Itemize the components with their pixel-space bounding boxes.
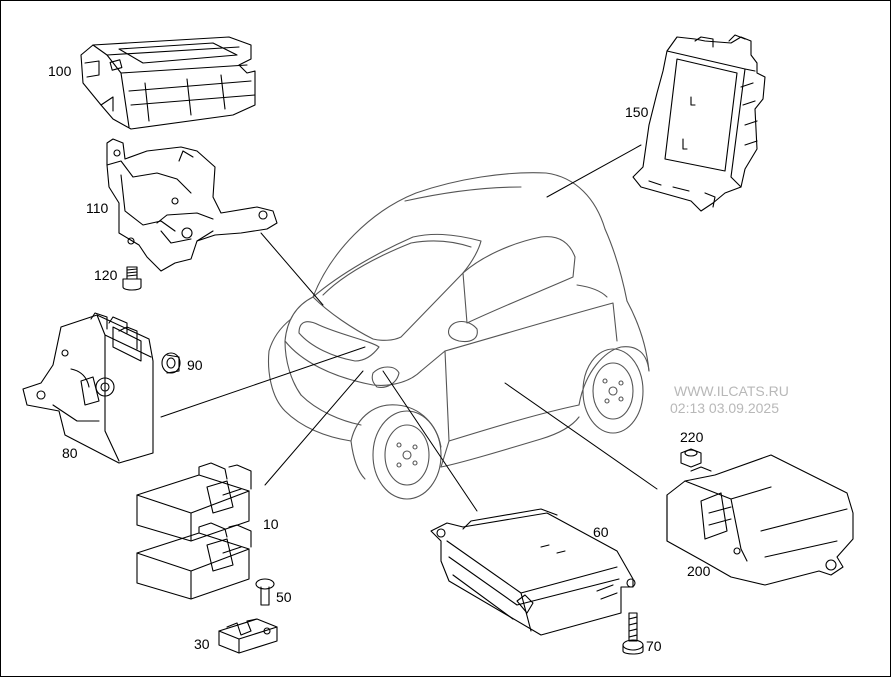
part-80-relay-module	[22, 312, 154, 464]
part-220-nut	[680, 448, 702, 468]
leader-line-200	[504, 382, 658, 490]
leader-line-150	[546, 144, 642, 198]
part-label-220: 220	[680, 429, 704, 445]
watermark-timestamp: 02:13 03.09.2025	[670, 400, 779, 416]
leader-lines	[160, 144, 658, 512]
part-10-relay-upper	[136, 462, 252, 542]
part-200-airbag-unit	[666, 454, 854, 586]
part-label-150: 150	[625, 104, 649, 120]
part-label-100: 100	[48, 63, 72, 79]
leader-line-60	[382, 370, 478, 512]
part-label-200: 200	[687, 563, 711, 579]
leader-line-110	[260, 232, 324, 306]
part-70-screw	[622, 612, 644, 655]
part-label-10: 10	[263, 516, 279, 532]
part-90-washer	[161, 352, 181, 374]
part-label-80: 80	[62, 445, 78, 461]
part-label-50: 50	[276, 589, 292, 605]
part-10-relay-lower	[136, 522, 252, 600]
leader-line-10	[264, 370, 364, 486]
part-110-bracket	[106, 138, 278, 272]
part-120-screw	[122, 266, 142, 291]
leader-line-80	[160, 346, 366, 418]
part-label-110: 110	[86, 200, 109, 216]
part-label-30: 30	[194, 636, 210, 652]
part-60-control-unit	[430, 508, 636, 636]
watermark-site: WWW.ILCATS.RU	[674, 383, 789, 399]
part-100-control-module	[80, 36, 256, 130]
part-label-90: 90	[187, 357, 203, 373]
car-illustration	[268, 172, 650, 500]
part-label-60: 60	[593, 524, 609, 540]
part-150-control-module	[632, 34, 766, 212]
part-30-clip	[218, 618, 278, 654]
part-50-pin	[255, 578, 275, 606]
part-label-70: 70	[646, 638, 662, 654]
part-label-120: 120	[94, 267, 118, 283]
